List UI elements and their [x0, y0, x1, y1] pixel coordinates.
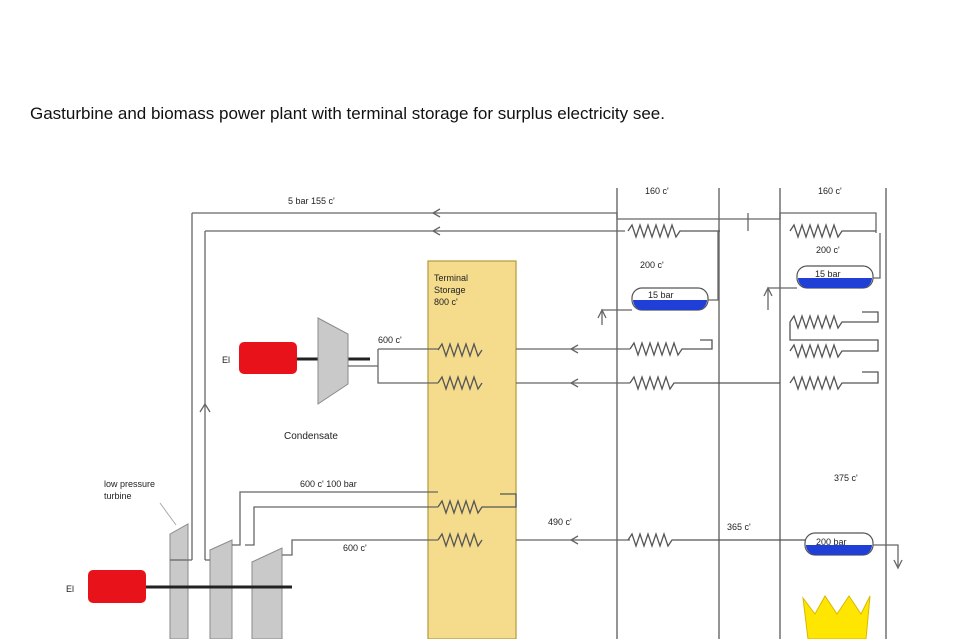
- top-pipe-label: 5 bar 155 c': [288, 196, 335, 206]
- col2-drum-outlet: [873, 233, 881, 279]
- storage-title-line-1: Terminal: [434, 273, 468, 283]
- condensate-label: Condensate: [284, 431, 338, 442]
- el-label-upper: El: [222, 355, 230, 365]
- generator-lower: [88, 570, 146, 603]
- el-label-lower: El: [66, 584, 74, 594]
- flow-arrow-mid-1: [569, 344, 579, 354]
- col2-coil-1: [789, 311, 879, 331]
- flow-arrow-left: [199, 402, 211, 413]
- lp-turbine-label-2: turbine: [104, 491, 132, 501]
- storage-coil-1: [437, 341, 483, 359]
- col2-coil-top: [789, 222, 876, 240]
- lp-turbine-2: [209, 539, 233, 639]
- drum-200bar-label: 200 bar: [816, 537, 847, 547]
- col2-temp-375: 375 c': [834, 473, 858, 483]
- col1-coil-3: [629, 374, 780, 392]
- flow-arrow-lower: [569, 535, 579, 545]
- col2-mid-temp: 200 c': [816, 245, 840, 255]
- col1-top-temp: 160 c': [645, 186, 669, 196]
- col2-coil-2: [789, 322, 879, 360]
- terminal-storage-tank: [427, 260, 517, 639]
- temp-490-label: 490 c': [548, 517, 572, 527]
- pipe-lower-100bar-inner: [245, 506, 438, 546]
- drum-200bar-outlet: [873, 544, 899, 566]
- inlet-lower-label: 600 c': [343, 543, 367, 553]
- pipe-lower-600: [282, 539, 438, 556]
- flame-icon: [802, 595, 871, 639]
- col2-riser-arrow: [763, 286, 773, 297]
- storage-title-line-2: Storage: [434, 285, 466, 295]
- col2-drum-pressure: 15 bar: [815, 269, 841, 279]
- col2-top-temp: 160 c': [818, 186, 842, 196]
- col1-coil-2: [629, 339, 713, 358]
- col2-drum-riser: [767, 287, 797, 310]
- col1-drum-water: [632, 300, 708, 310]
- lp-turbine-1: [169, 523, 189, 639]
- turbine-upper: [317, 317, 349, 405]
- pipe-upper-loop: [377, 349, 438, 384]
- col2-coil-3: [789, 371, 879, 392]
- flow-arrow-top-1: [431, 208, 441, 218]
- pipe-lower-100bar-outer: [232, 491, 438, 546]
- col1-riser-arrow: [597, 308, 607, 319]
- lp-turbine-label-1: low pressure: [104, 479, 155, 489]
- flow-arrow-mid-2: [569, 378, 579, 388]
- generator-upper: [239, 342, 297, 374]
- hp-inlet-label: 600 c': [378, 335, 402, 345]
- storage-coil-3: [437, 493, 517, 516]
- inlet-100bar-label: 600 c' 100 bar: [300, 479, 357, 489]
- col1-drum-pressure: 15 bar: [648, 290, 674, 300]
- storage-temperature: 800 c': [434, 297, 458, 307]
- drum-200bar-arrow: [893, 559, 903, 570]
- diagram-caption: Gasturbine and biomass power plant with …: [30, 104, 665, 123]
- drum-200bar-water: [805, 545, 873, 555]
- temp-365-label: 365 c': [727, 522, 751, 532]
- flow-arrow-top-2: [431, 226, 441, 236]
- col2-drum-water: [797, 278, 873, 288]
- col1-coil-lower: [627, 531, 805, 549]
- hp-turbine-lower: [251, 547, 283, 639]
- col1-coil-top: [627, 222, 720, 240]
- col1-drum-outlet: [708, 231, 719, 301]
- col1-mid-temp: 200 c': [640, 260, 664, 270]
- top-pipe-outer: [192, 212, 877, 233]
- storage-coil-4: [437, 531, 483, 549]
- storage-coil-2: [437, 374, 483, 392]
- lp-turbine-pointer: [159, 502, 177, 526]
